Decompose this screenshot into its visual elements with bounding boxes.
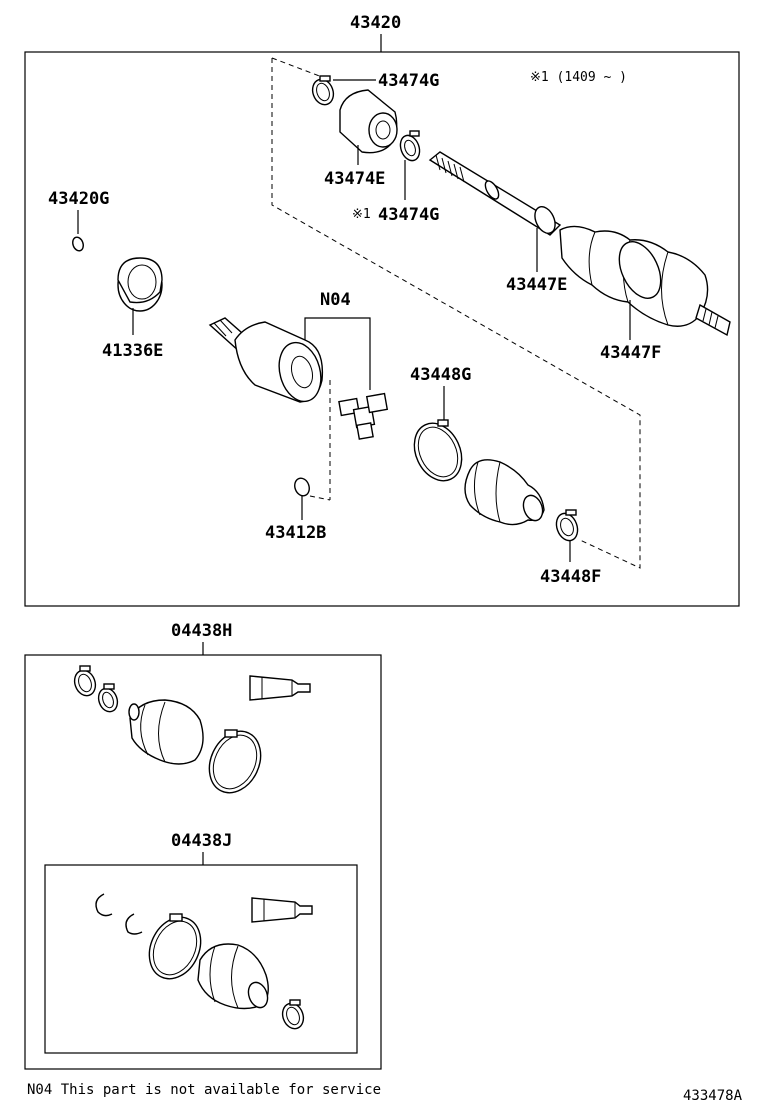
dashed-outline — [271, 58, 641, 569]
label-43474g-top[interactable]: 43474G — [378, 71, 439, 91]
ring-41336e[interactable] — [117, 257, 163, 312]
kit-j-snap-ring-2[interactable] — [125, 913, 143, 935]
label-43412b[interactable]: 43412B — [265, 523, 326, 543]
label-41336e[interactable]: 41336E — [102, 341, 163, 361]
label-43448g[interactable]: 43448G — [410, 365, 471, 385]
label-04438h[interactable]: 04438H — [171, 621, 232, 641]
label-04438j[interactable]: 04438J — [171, 831, 232, 851]
leader-n04 — [304, 317, 371, 390]
drive-shaft[interactable] — [428, 151, 731, 337]
label-43448f[interactable]: 43448F — [540, 567, 601, 587]
clamp-43448f[interactable] — [553, 509, 581, 544]
label-43474e[interactable]: 43474E — [324, 169, 385, 189]
label-43420g[interactable]: 43420G — [48, 189, 109, 209]
kit-j-clamp-large[interactable] — [140, 909, 211, 987]
label-n04[interactable]: N04 — [320, 290, 351, 310]
clamp-43448g[interactable] — [405, 416, 470, 489]
kit-04438j-frame — [44, 864, 358, 1054]
kit-04438h-frame — [24, 654, 382, 1070]
kit-h-clamp-small-2[interactable] — [95, 683, 120, 714]
kit-h-clamp-large[interactable] — [200, 723, 271, 801]
kit-h-clamp-small-1[interactable] — [71, 665, 99, 699]
kit-j-grease-tube[interactable] — [251, 897, 313, 923]
kit-h-boot[interactable] — [128, 699, 204, 765]
footnote: N04 This part is not available for servi… — [27, 1082, 381, 1098]
snap-ring-43412b[interactable] — [292, 476, 311, 498]
note-range: ※1 (1409 ~ ) — [530, 70, 627, 85]
snap-ring-43420g[interactable] — [71, 236, 85, 253]
kit-j-boot[interactable] — [197, 943, 271, 1010]
main-assembly-frame — [24, 51, 740, 607]
label-43474g-bottom[interactable]: 43474G — [378, 205, 439, 225]
inboard-joint-n04[interactable] — [208, 317, 327, 406]
tripod-n04[interactable] — [338, 392, 389, 440]
label-43420[interactable]: 43420 — [350, 13, 401, 33]
inboard-boot[interactable] — [464, 459, 546, 526]
label-43447f[interactable]: 43447F — [600, 343, 661, 363]
kit-j-clamp-small[interactable] — [279, 999, 307, 1032]
figure-id: 433478A — [683, 1088, 743, 1104]
clamp-43474g-top[interactable] — [309, 75, 337, 108]
damper-43474e[interactable] — [339, 89, 398, 154]
label-43474g-mark: ※1 — [352, 207, 371, 222]
kit-h-grease-tube[interactable] — [249, 675, 311, 701]
clamp-43474g-bottom[interactable] — [397, 130, 423, 163]
kit-j-snap-ring-1[interactable] — [95, 893, 113, 917]
label-43447e[interactable]: 43447E — [506, 275, 567, 295]
